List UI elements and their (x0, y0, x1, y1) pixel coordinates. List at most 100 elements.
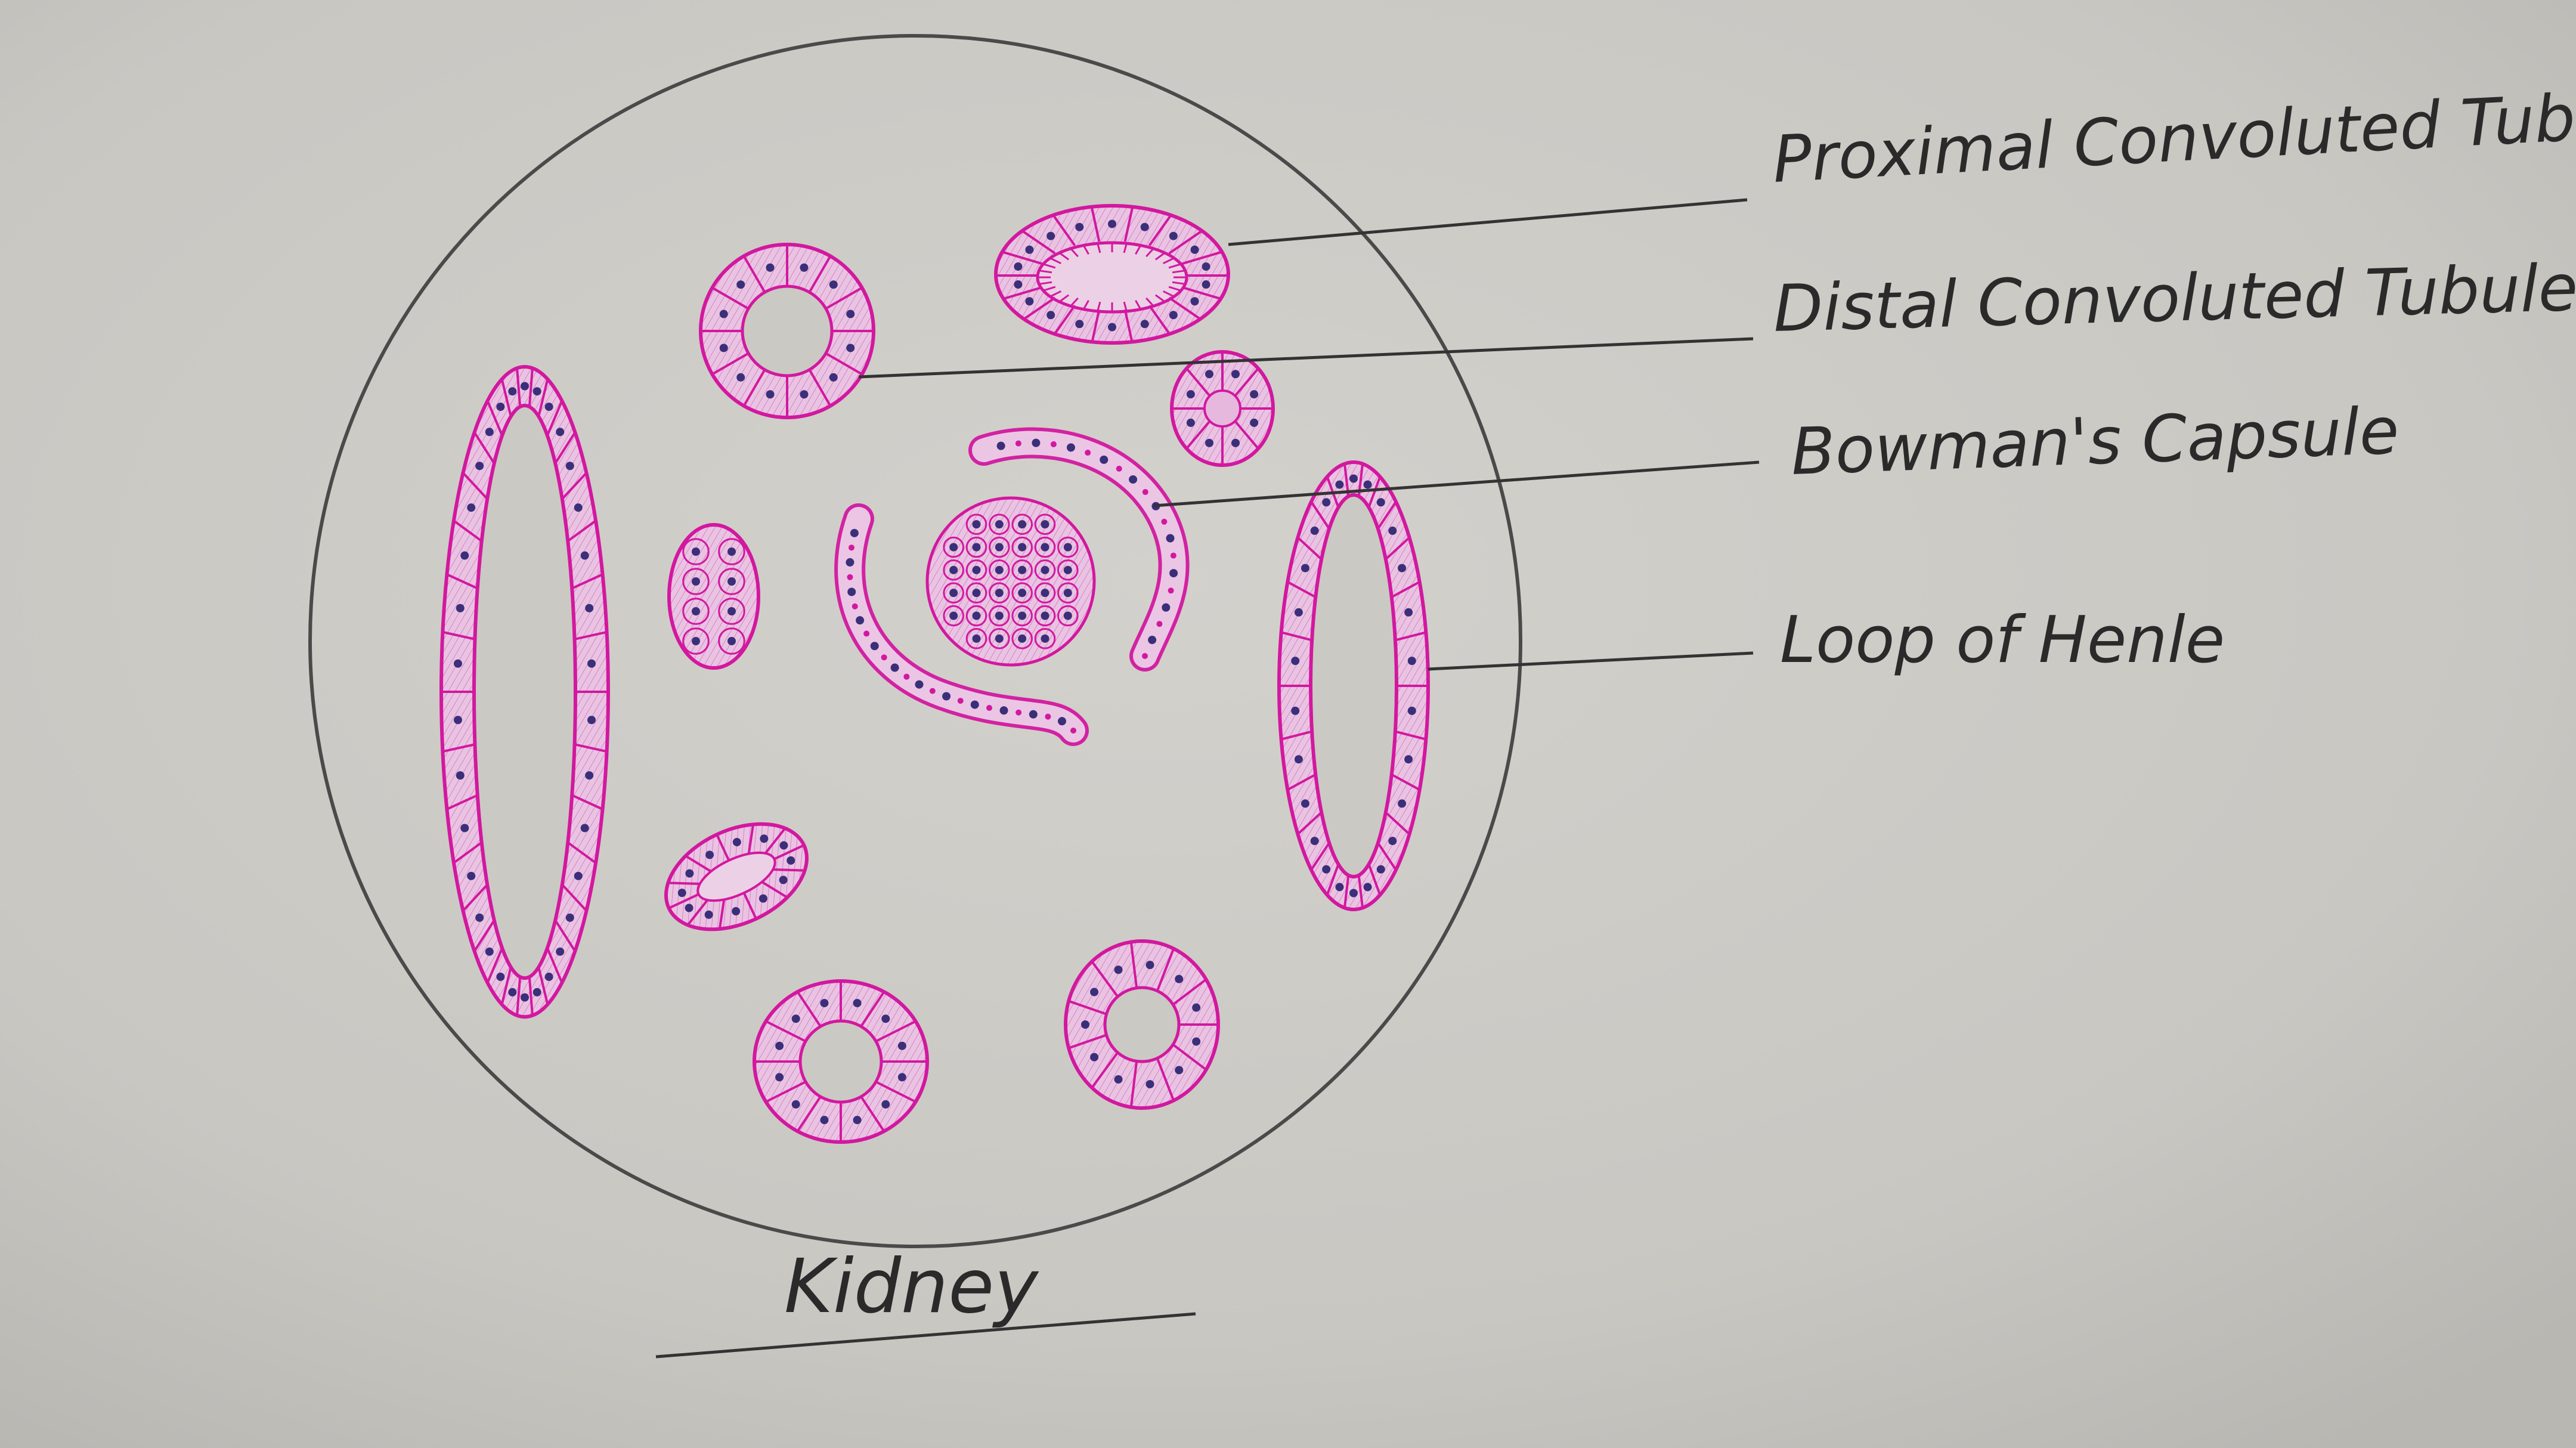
brush-border-villus (1145, 247, 1154, 258)
cell-outline (989, 513, 1010, 535)
cell-wall (1052, 305, 1076, 336)
cell-outline (1034, 513, 1056, 535)
cell-wall (442, 743, 475, 753)
cell-wall (567, 519, 597, 542)
cell-nucleus (496, 972, 505, 981)
cell-wall (537, 967, 549, 1005)
cell-nucleus (467, 871, 476, 880)
cell-wall (1234, 420, 1259, 450)
cell-nucleus (1202, 262, 1210, 271)
cell-junction (1116, 465, 1122, 472)
microscope-field-circle (308, 34, 1522, 1248)
cell-nucleus (580, 551, 589, 560)
cell-wall (1395, 730, 1426, 741)
brush-border-villus (1168, 263, 1181, 269)
cell-nucleus (475, 913, 484, 922)
cell-wall (718, 899, 726, 929)
cell-nucleus (1025, 297, 1034, 306)
cell-nucleus (820, 998, 829, 1007)
cell-junction (929, 688, 936, 694)
distal-convoluted-tubule (699, 243, 875, 419)
cell-nucleus (995, 520, 1004, 529)
cell-nucleus (1075, 320, 1084, 329)
cell-nucleus (1108, 323, 1116, 332)
cell-nucleus (1063, 543, 1072, 552)
cell-nucleus (949, 565, 958, 574)
cell-wall (1052, 215, 1076, 246)
cell-wall (1091, 1051, 1119, 1088)
cell-nucleus (1388, 837, 1397, 846)
cell-nucleus (1081, 1020, 1089, 1029)
brush-border-villus (1082, 300, 1089, 310)
cell-wall (1343, 875, 1350, 908)
cell-nucleus (949, 589, 958, 598)
cell-nucleus (995, 634, 1004, 643)
brush-border-villus (1135, 245, 1142, 255)
cell-nucleus (732, 838, 741, 847)
cell-wall (516, 976, 522, 1016)
cell-wall (1287, 580, 1317, 599)
cell-outline (718, 627, 745, 655)
brush-border-villus (1162, 290, 1175, 298)
cell-outline (965, 628, 987, 649)
cell-nucleus (972, 611, 981, 620)
cell-nucleus (1018, 520, 1027, 529)
brush-border-villus (1043, 263, 1056, 269)
cell-nucleus (692, 607, 700, 615)
cell-outline (682, 598, 710, 625)
cell-nucleus (1363, 480, 1372, 489)
cell-outline (965, 605, 987, 627)
cell-nucleus (508, 387, 517, 396)
cell-wall (1367, 476, 1382, 508)
cell-wall (567, 841, 597, 864)
brush-border-villus (1135, 300, 1142, 310)
cell-nucleus (736, 373, 745, 382)
cell-nucleus (1186, 390, 1195, 399)
cell-nucleus (1041, 589, 1049, 598)
cell-nucleus (580, 824, 589, 833)
cell-nucleus (1063, 611, 1072, 620)
cell-nucleus (1025, 245, 1034, 254)
cell-nucleus (1404, 755, 1413, 764)
cell-wall (1168, 296, 1202, 321)
cell-nucleus (727, 577, 736, 586)
brush-border-villus (1058, 294, 1070, 303)
cell-wall (1377, 501, 1397, 530)
cell-nucleus (1349, 889, 1358, 898)
cell-nucleus (1231, 438, 1240, 447)
cell-nucleus (1063, 565, 1072, 574)
brush-border-villus (1123, 243, 1128, 253)
cell-wall (571, 794, 603, 810)
round-tubule-bottom-right (1064, 939, 1220, 1110)
cell-wall (1297, 811, 1323, 836)
brush-border-villus (1097, 301, 1101, 312)
cell-nucleus (1398, 564, 1407, 573)
cell-nucleus (870, 642, 879, 651)
cell-junction (1161, 518, 1168, 525)
cell-nucleus (1140, 320, 1149, 329)
cell-nucleus (1363, 883, 1372, 892)
cell-outline (1011, 513, 1033, 535)
bowmans-capsule (834, 427, 1190, 746)
brush-border-villus (1097, 243, 1101, 253)
cell-wall (546, 947, 564, 983)
glomerulus (925, 496, 1096, 667)
cell-wall (453, 841, 482, 864)
cell-wall (1002, 286, 1043, 301)
cell-wall (1185, 367, 1211, 397)
cell-wall (1385, 811, 1410, 836)
cell-nucleus (1190, 297, 1199, 306)
cell-wall (1181, 250, 1222, 265)
cell-wall (875, 1020, 917, 1042)
cell-nucleus (544, 403, 553, 411)
cell-outline (989, 628, 1010, 649)
cell-wall (1172, 1043, 1207, 1071)
cell-wall (796, 1096, 822, 1133)
brush-border-villus (1070, 297, 1079, 307)
cell-nucleus (1322, 498, 1331, 507)
cell-junction (881, 654, 887, 661)
brush-border-villus (1049, 257, 1062, 265)
cell-junction (863, 630, 870, 637)
cell-nucleus (508, 988, 517, 997)
tissue-structures (439, 204, 1430, 1144)
